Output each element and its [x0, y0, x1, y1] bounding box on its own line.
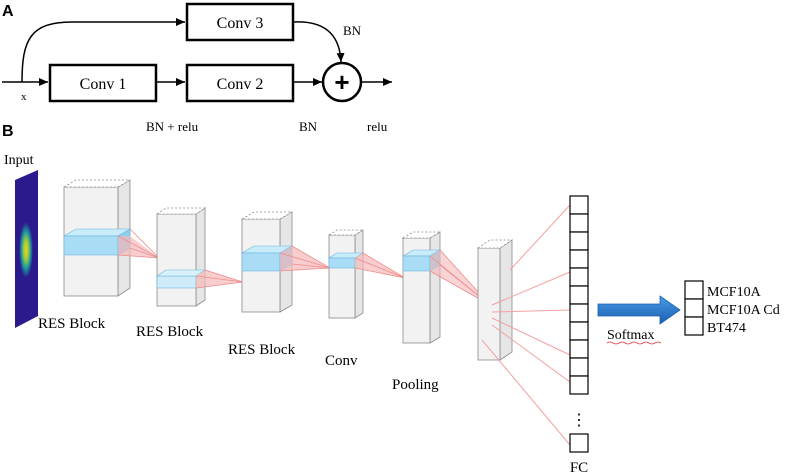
output-classes: MCF10A MCF10A Cd BT474 [684, 280, 780, 336]
feature-block [476, 239, 514, 361]
res-block-2 [155, 207, 244, 307]
stage-label-res-block-3: RES Block [228, 342, 296, 358]
conv3-to-sum-arrow [292, 21, 345, 63]
panel-b-label: B [2, 123, 14, 140]
bn-main-label: BN [299, 119, 318, 134]
res-block-3 [240, 211, 331, 313]
stage-label-conv: Conv [325, 353, 358, 369]
input-image [15, 170, 38, 328]
relu-label: relu [367, 119, 388, 134]
class-box-1 [684, 280, 704, 300]
class-box-3 [684, 316, 704, 336]
bn-skip-label: BN [343, 23, 362, 38]
fc-connection-lines [481, 204, 571, 446]
panel-b: B Input [2, 123, 780, 476]
panel-a-label: A [2, 3, 14, 20]
stage-label-pooling: Pooling [392, 377, 439, 393]
input-x-label: x [21, 91, 27, 103]
res-block-1 [62, 179, 160, 297]
fc-label: FC [570, 460, 588, 476]
softmax-label: Softmax [607, 328, 654, 343]
conv1-box [48, 63, 158, 103]
conv3-box [185, 2, 295, 42]
conv2-box [185, 63, 295, 103]
softmax-arrow [597, 295, 681, 325]
pooling-block [401, 231, 491, 344]
fc-ellipsis: ⋮ [571, 412, 587, 429]
class-label-1: MCF10A [707, 285, 762, 300]
panel-a: A x Conv 1 Conv 2 Conv 3 BN + BN + relu … [2, 2, 392, 134]
sum-symbol: + [334, 67, 349, 97]
class-box-2 [684, 298, 704, 318]
conv3-label: Conv 3 [217, 15, 264, 32]
class-label-2: MCF10A Cd [707, 303, 780, 318]
spellcheck-underline [606, 341, 662, 345]
stage-label-res-block-1: RES Block [38, 316, 106, 332]
stage-label-res-block-2: RES Block [136, 324, 204, 340]
input-label: Input [4, 153, 34, 168]
fc-layer [569, 195, 589, 453]
bn-relu-label: BN + relu [146, 119, 199, 134]
conv1-label: Conv 1 [80, 76, 127, 93]
class-label-3: BT474 [707, 321, 746, 336]
skip-connection-line [21, 18, 185, 83]
conv-block [327, 229, 406, 319]
conv2-label: Conv 2 [217, 76, 264, 93]
